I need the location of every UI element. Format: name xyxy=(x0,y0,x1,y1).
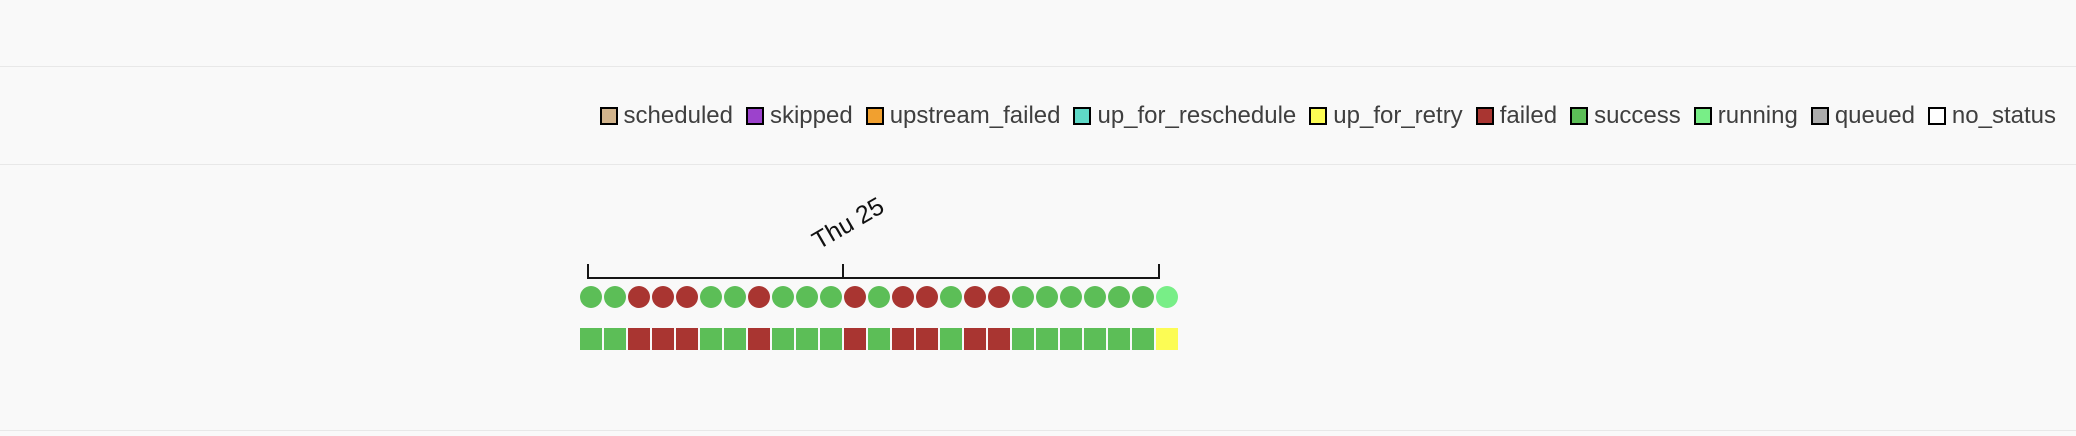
upstream_failed-swatch xyxy=(865,106,884,125)
dag-runs-node-16-failed[interactable] xyxy=(964,286,986,308)
legend-item-failed: failed xyxy=(1475,101,1558,129)
axis-tick-left xyxy=(587,264,589,279)
dag-runs-node-20-success[interactable] xyxy=(1060,286,1082,308)
task-instances-node-8-success[interactable] xyxy=(772,328,794,350)
legend-label-up_for_retry: up_for_retry xyxy=(1333,101,1463,129)
dag-runs-node-5-success[interactable] xyxy=(700,286,722,308)
legend-label-queued: queued xyxy=(1834,101,1915,129)
task-instances-node-5-success[interactable] xyxy=(700,328,722,350)
task-instances-node-7-failed[interactable] xyxy=(748,328,770,350)
dag-runs-node-9-success[interactable] xyxy=(796,286,818,308)
running-swatch xyxy=(1693,106,1712,125)
success-swatch xyxy=(1570,106,1589,125)
dag-runs-node-6-success[interactable] xyxy=(724,286,746,308)
legend-item-up_for_reschedule: up_for_reschedule xyxy=(1073,101,1297,129)
legend-item-running: running xyxy=(1693,101,1798,129)
dag-runs-node-4-failed[interactable] xyxy=(676,286,698,308)
up_for_retry-swatch xyxy=(1309,106,1328,125)
skipped-swatch xyxy=(745,106,764,125)
dag-runs-node-17-failed[interactable] xyxy=(988,286,1010,308)
dag-runs-node-13-failed[interactable] xyxy=(892,286,914,308)
task-instances-node-6-success[interactable] xyxy=(724,328,746,350)
task-instances-node-2-failed[interactable] xyxy=(628,328,650,350)
task-instances-node-18-success[interactable] xyxy=(1012,328,1034,350)
axis-line xyxy=(587,277,1160,279)
legend-label-failed: failed xyxy=(1499,101,1558,129)
dag-runs-node-10-success[interactable] xyxy=(820,286,842,308)
task-instances-node-13-failed[interactable] xyxy=(892,328,914,350)
task-instances-node-24-up_for_retry[interactable] xyxy=(1156,328,1178,350)
legend-label-scheduled: scheduled xyxy=(623,101,733,129)
task-instances-node-4-failed[interactable] xyxy=(676,328,698,350)
task-instances-node-3-failed[interactable] xyxy=(652,328,674,350)
status-legend: scheduled skipped upstream_failed up_for_re… xyxy=(0,67,2076,165)
dag-runs-node-3-failed[interactable] xyxy=(652,286,674,308)
task-instances-node-23-success[interactable] xyxy=(1132,328,1154,350)
legend-label-up_for_reschedule: up_for_reschedule xyxy=(1097,101,1297,129)
task-instances-node-19-success[interactable] xyxy=(1036,328,1058,350)
queued-swatch xyxy=(1810,106,1829,125)
row-dag-runs xyxy=(580,286,1180,308)
dag-runs-node-18-success[interactable] xyxy=(1012,286,1034,308)
dag-runs-node-22-success[interactable] xyxy=(1108,286,1130,308)
dag-runs-node-7-failed[interactable] xyxy=(748,286,770,308)
task-instances-node-21-success[interactable] xyxy=(1084,328,1106,350)
legend-item-up_for_retry: up_for_retry xyxy=(1309,101,1463,129)
legend-label-upstream_failed: upstream_failed xyxy=(889,101,1061,129)
legend-item-queued: queued xyxy=(1810,101,1915,129)
task-instances-node-20-success[interactable] xyxy=(1060,328,1082,350)
legend-label-skipped: skipped xyxy=(769,101,853,129)
top-toolbar-area xyxy=(0,0,2076,67)
task-instances-node-14-failed[interactable] xyxy=(916,328,938,350)
dag-runs-node-19-success[interactable] xyxy=(1036,286,1058,308)
legend-item-no_status: no_status xyxy=(1927,101,2056,129)
no_status-swatch xyxy=(1927,106,1946,125)
task-instances-node-10-success[interactable] xyxy=(820,328,842,350)
task-instances-node-0-success[interactable] xyxy=(580,328,602,350)
dag-runs-node-24-running[interactable] xyxy=(1156,286,1178,308)
task-instances-node-22-success[interactable] xyxy=(1108,328,1130,350)
dag-runs-node-2-failed[interactable] xyxy=(628,286,650,308)
row-task-instances xyxy=(580,328,1180,350)
up_for_reschedule-swatch xyxy=(1073,106,1092,125)
legend-item-upstream_failed: upstream_failed xyxy=(865,101,1061,129)
task-instances-node-16-failed[interactable] xyxy=(964,328,986,350)
task-instances-node-12-success[interactable] xyxy=(868,328,890,350)
task-instances-node-15-success[interactable] xyxy=(940,328,962,350)
dag-runs-node-15-success[interactable] xyxy=(940,286,962,308)
axis-date-label: Thu 25 xyxy=(807,191,889,256)
task-instances-node-1-success[interactable] xyxy=(604,328,626,350)
legend-label-success: success xyxy=(1594,101,1681,129)
dag-runs-node-1-success[interactable] xyxy=(604,286,626,308)
dag-runs-node-8-success[interactable] xyxy=(772,286,794,308)
dag-runs-node-11-failed[interactable] xyxy=(844,286,866,308)
dag-runs-node-14-failed[interactable] xyxy=(916,286,938,308)
dag-runs-node-23-success[interactable] xyxy=(1132,286,1154,308)
legend-label-running: running xyxy=(1717,101,1798,129)
task-instances-node-9-success[interactable] xyxy=(796,328,818,350)
dag-runs-node-12-success[interactable] xyxy=(868,286,890,308)
legend-item-success: success xyxy=(1570,101,1681,129)
legend-label-no_status: no_status xyxy=(1951,101,2056,129)
axis-tick-right xyxy=(1158,264,1160,279)
legend-item-scheduled: scheduled xyxy=(599,101,733,129)
task-instances-node-17-failed[interactable] xyxy=(988,328,1010,350)
task-instances-node-11-failed[interactable] xyxy=(844,328,866,350)
dag-runs-node-21-success[interactable] xyxy=(1084,286,1106,308)
failed-swatch xyxy=(1475,106,1494,125)
axis-tick-center xyxy=(842,264,844,279)
tree-view-chart-area: Thu 25 xyxy=(0,165,2076,431)
scheduled-swatch xyxy=(599,106,618,125)
legend-item-skipped: skipped xyxy=(745,101,853,129)
dag-runs-node-0-success[interactable] xyxy=(580,286,602,308)
